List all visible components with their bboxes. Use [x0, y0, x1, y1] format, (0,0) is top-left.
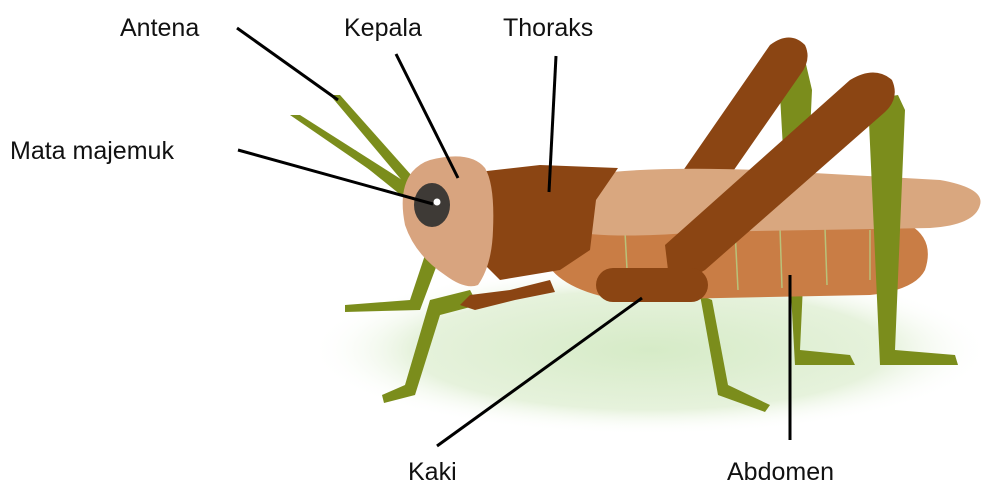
label-antena: Antena: [120, 16, 199, 41]
leg-pad: [596, 268, 708, 302]
label-kepala: Kepala: [344, 16, 422, 41]
label-mata-majemuk: Mata majemuk: [10, 139, 174, 164]
label-thoraks: Thoraks: [503, 16, 593, 41]
head: [403, 156, 494, 286]
leader-antena: [237, 28, 338, 100]
label-kaki: Kaki: [408, 460, 457, 485]
label-abdomen: Abdomen: [727, 460, 834, 485]
leader-kepala: [396, 54, 458, 178]
